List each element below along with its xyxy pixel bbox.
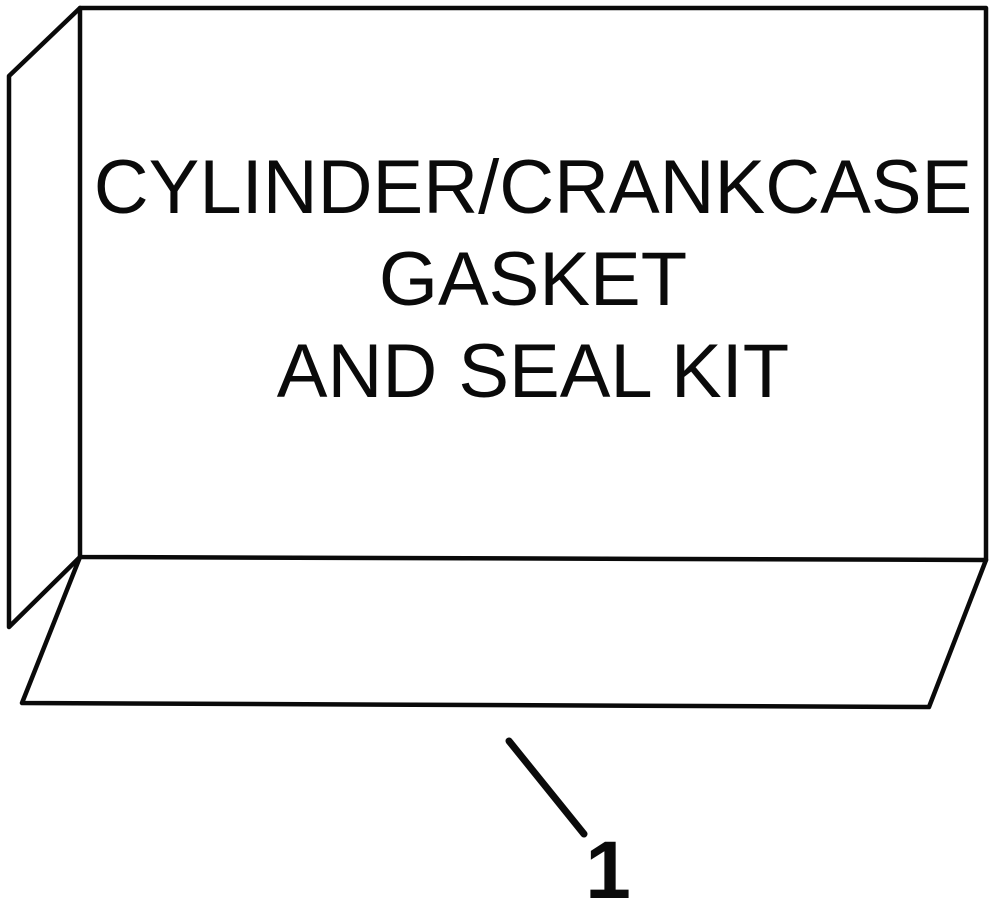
- box-left-face-edges: [6, 5, 83, 630]
- box-label-line-2: GASKET: [378, 237, 688, 322]
- box-bottom-face-edges: [19, 554, 989, 710]
- box-label-line-3: AND SEAL KIT: [276, 329, 790, 414]
- leader-line: [505, 737, 588, 838]
- box-label: CYLINDER/CRANKCASE GASKET AND SEAL KIT: [80, 142, 986, 418]
- box-label-line-1: CYLINDER/CRANKCASE: [93, 145, 973, 230]
- part-number-label: 1: [585, 825, 631, 905]
